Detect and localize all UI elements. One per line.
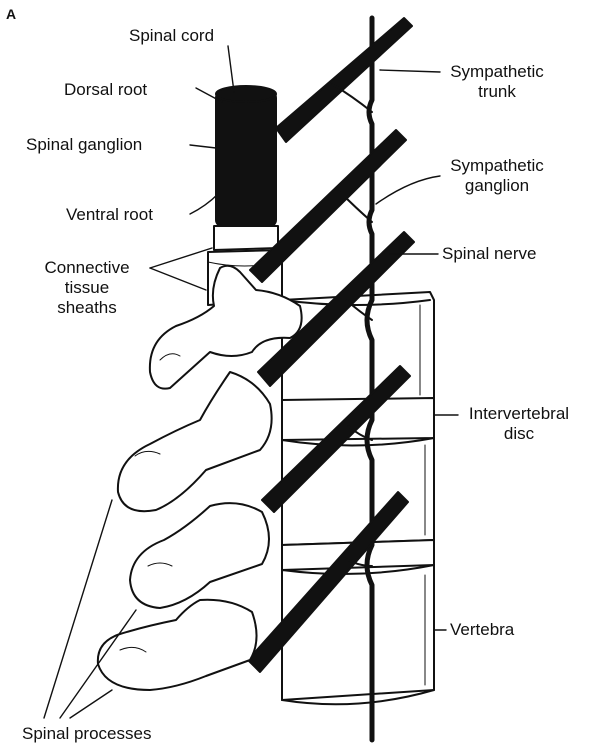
label-intervertebral-disc: Intervertebral disc bbox=[460, 404, 578, 444]
label-sympathetic-trunk: Sympathetic trunk bbox=[442, 62, 552, 102]
label-sympathetic-ganglion: Sympathetic ganglion bbox=[442, 156, 552, 196]
label-spinal-cord: Spinal cord bbox=[129, 26, 214, 46]
spinous-processes-shape bbox=[98, 266, 302, 690]
label-spinal-ganglion: Spinal ganglion bbox=[26, 135, 142, 155]
label-connective-line3: sheaths bbox=[26, 298, 148, 318]
panel-letter: A bbox=[6, 4, 16, 24]
label-sympathetic-ganglion-line2: ganglion bbox=[442, 176, 552, 196]
label-connective-tissue-sheaths: Connective tissue sheaths bbox=[26, 258, 148, 318]
label-spinal-nerve: Spinal nerve bbox=[442, 244, 537, 264]
label-dorsal-root: Dorsal root bbox=[64, 80, 147, 100]
label-connective-line2: tissue bbox=[26, 278, 148, 298]
vertebral-body-column bbox=[282, 292, 434, 704]
label-intervertebral-line1: Intervertebral bbox=[460, 404, 578, 424]
label-spinal-processes: Spinal processes bbox=[22, 724, 151, 744]
label-connective-line1: Connective bbox=[26, 258, 148, 278]
label-intervertebral-line2: disc bbox=[460, 424, 578, 444]
label-sympathetic-ganglion-line1: Sympathetic bbox=[442, 156, 552, 176]
label-sympathetic-trunk-line1: Sympathetic bbox=[442, 62, 552, 82]
spinal-cord-shape bbox=[216, 86, 276, 226]
label-ventral-root: Ventral root bbox=[66, 205, 153, 225]
label-sympathetic-trunk-line2: trunk bbox=[442, 82, 552, 102]
label-vertebra: Vertebra bbox=[450, 620, 514, 640]
